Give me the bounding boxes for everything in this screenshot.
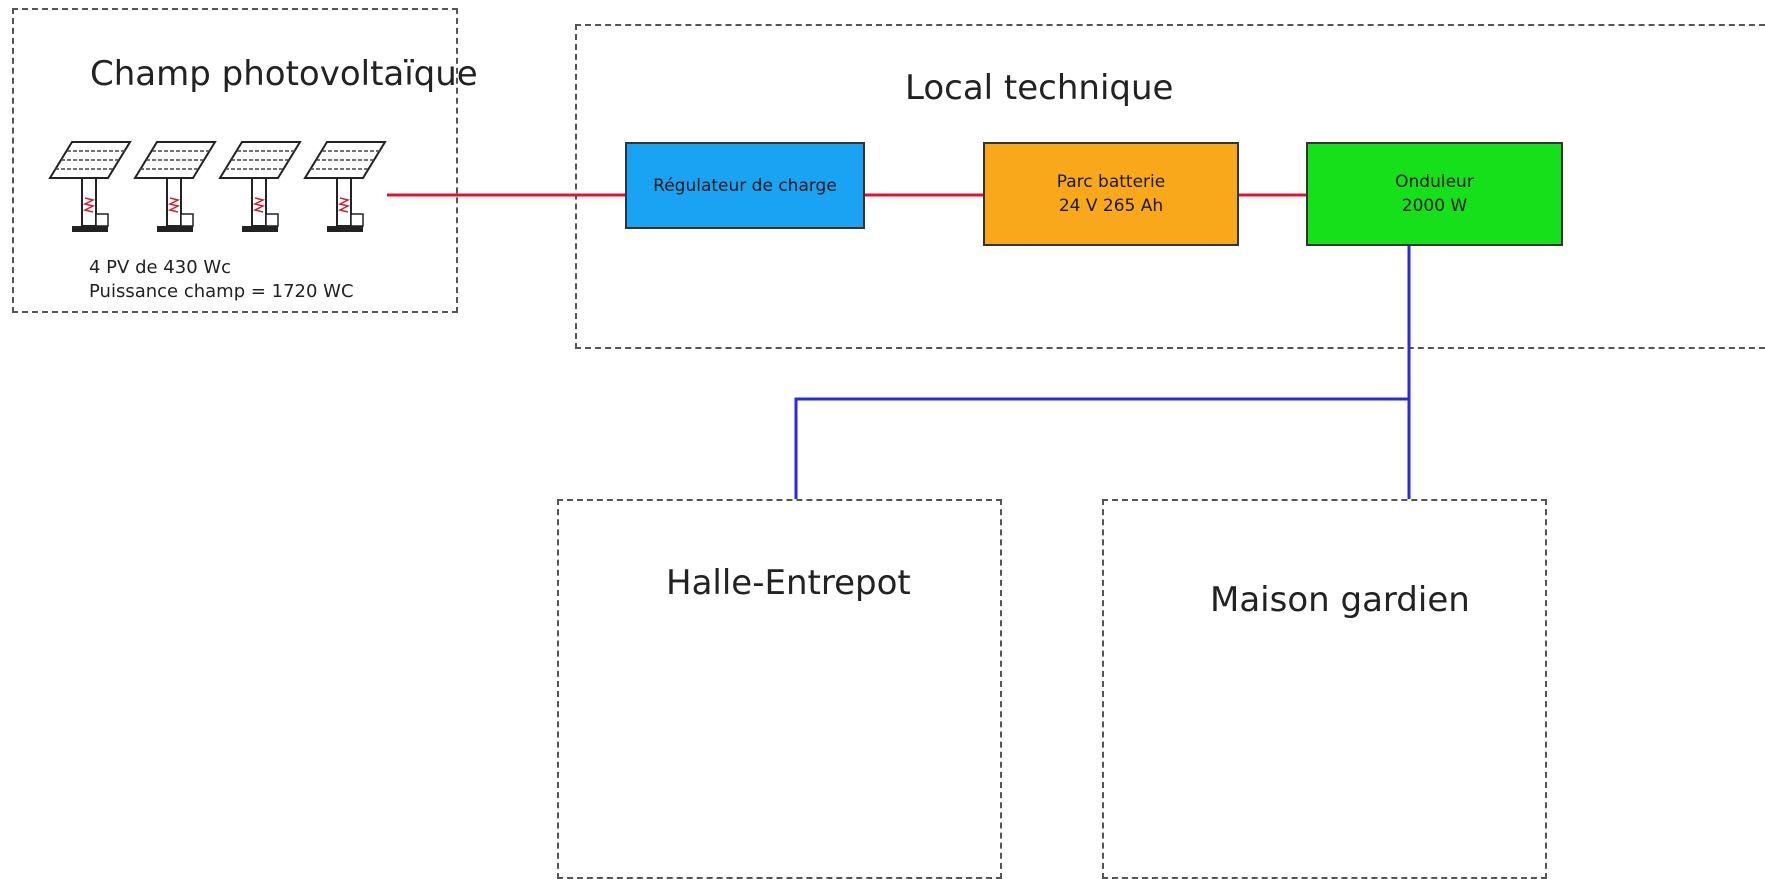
batterie-label: Parc batterie xyxy=(1056,172,1166,192)
pv-power-text: Puissance champ = 1720 WC xyxy=(89,281,354,302)
local-technique-zone xyxy=(575,24,1765,349)
regulateur-label: Régulateur de charge xyxy=(653,175,837,196)
solar-panel-icon xyxy=(219,141,301,233)
regulateur-de-charge-block: Régulateur de charge xyxy=(625,142,865,229)
pv-field-title: Champ photovoltaïque xyxy=(90,54,478,94)
pv-field-zone xyxy=(12,8,458,313)
solar-panel-icon xyxy=(134,141,216,233)
parc-batterie-block: Parc batterie 24 V 265 Ah xyxy=(983,142,1239,246)
ac-line-branch-to-halle xyxy=(794,397,1409,499)
onduleur-label: Onduleur xyxy=(1395,172,1474,192)
onduleur-block: Onduleur 2000 W xyxy=(1306,142,1563,246)
solar-panel-icon xyxy=(304,141,386,233)
onduleur-spec: 2000 W xyxy=(1401,196,1468,216)
pv-count-text: 4 PV de 430 Wc xyxy=(89,257,232,278)
local-technique-title: Local technique xyxy=(905,68,1174,108)
halle-entrepot-title: Halle-Entrepot xyxy=(666,563,911,603)
maison-gardien-title: Maison gardien xyxy=(1210,580,1470,620)
solar-panel-icon xyxy=(49,141,131,233)
batterie-spec: 24 V 265 Ah xyxy=(1058,196,1164,216)
